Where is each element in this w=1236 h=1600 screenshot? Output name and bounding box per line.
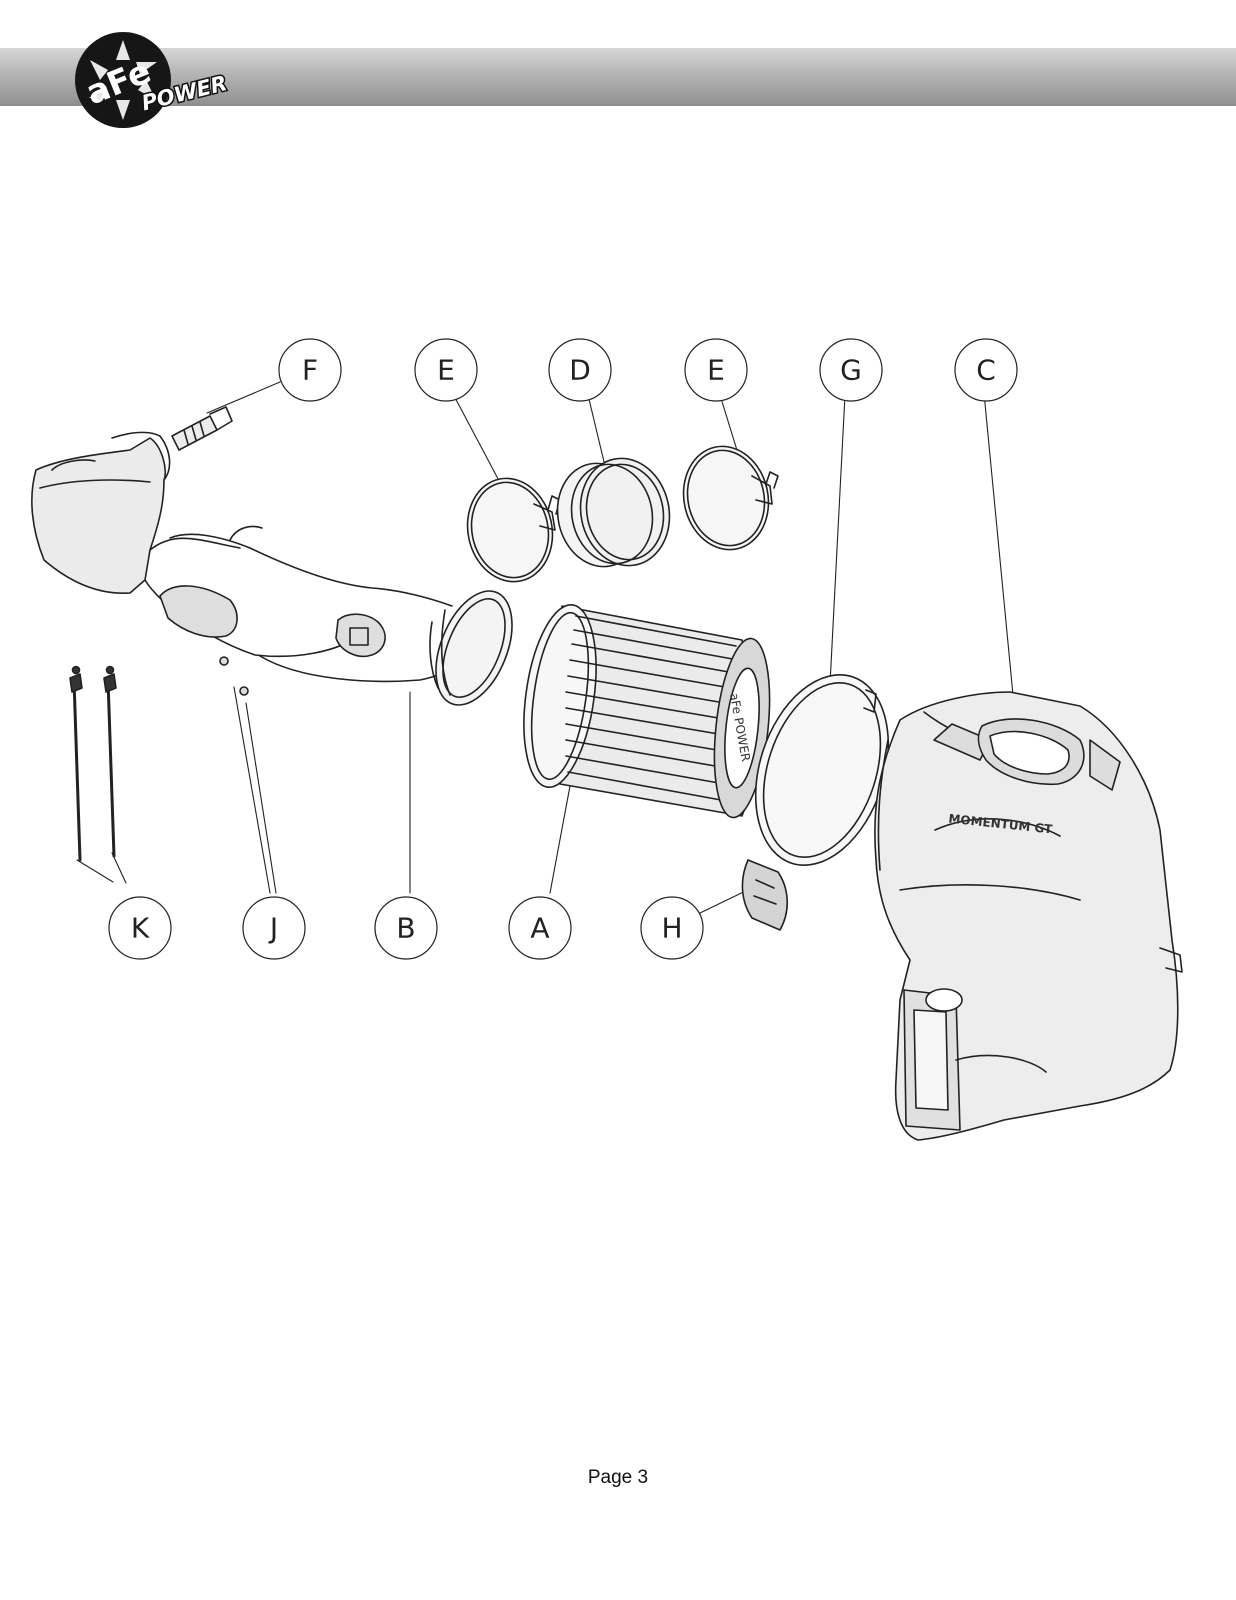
callout-label-h: H [661,912,682,945]
callout-circle-h [640,896,704,960]
callout-circle-e2 [684,338,748,402]
part-d-coupler [556,457,671,568]
part-e-clamp-left [466,477,561,583]
part-k-zip-ties [69,665,117,862]
part-g-seal-ring [754,674,890,866]
callout-label-k: K [131,912,150,945]
part-b-intake-tube [31,431,513,706]
part-h-cover [741,859,789,931]
part-e-clamp-right [682,445,779,551]
callout-circle-k [108,896,172,960]
callout-label-d: D [569,354,591,387]
callout-circle-f [278,338,342,402]
callout-label-a: A [530,912,549,945]
callout-circle-b [374,896,438,960]
callout-label-e1: E [437,354,455,387]
callout-labels: F E D E G C K J B A H [131,354,996,945]
callout-circle-c [954,338,1018,402]
leader-lines [76,381,1014,914]
part-f-fitting [171,406,233,451]
page-number: Page 3 [587,1467,649,1488]
callout-circle-j [242,896,306,960]
callout-label-b: B [396,912,415,945]
header-bar [0,48,1236,106]
part-a-air-filter: aFe POWER [523,603,771,819]
part-c-air-box: MOMENTUM GT [874,691,1183,1141]
callout-label-j: J [268,912,278,945]
callout-label-f: F [302,354,318,387]
callout-circle-d [548,338,612,402]
callout-circle-e1 [414,338,478,402]
callout-label-e2: E [707,354,725,387]
callout-circle-a [508,896,572,960]
callout-label-c: C [976,354,996,387]
callout-circles [108,338,1018,960]
callout-circle-g [819,338,883,402]
afe-power-logo-icon: aFe POWER [75,32,231,128]
callout-label-g: G [840,354,862,387]
